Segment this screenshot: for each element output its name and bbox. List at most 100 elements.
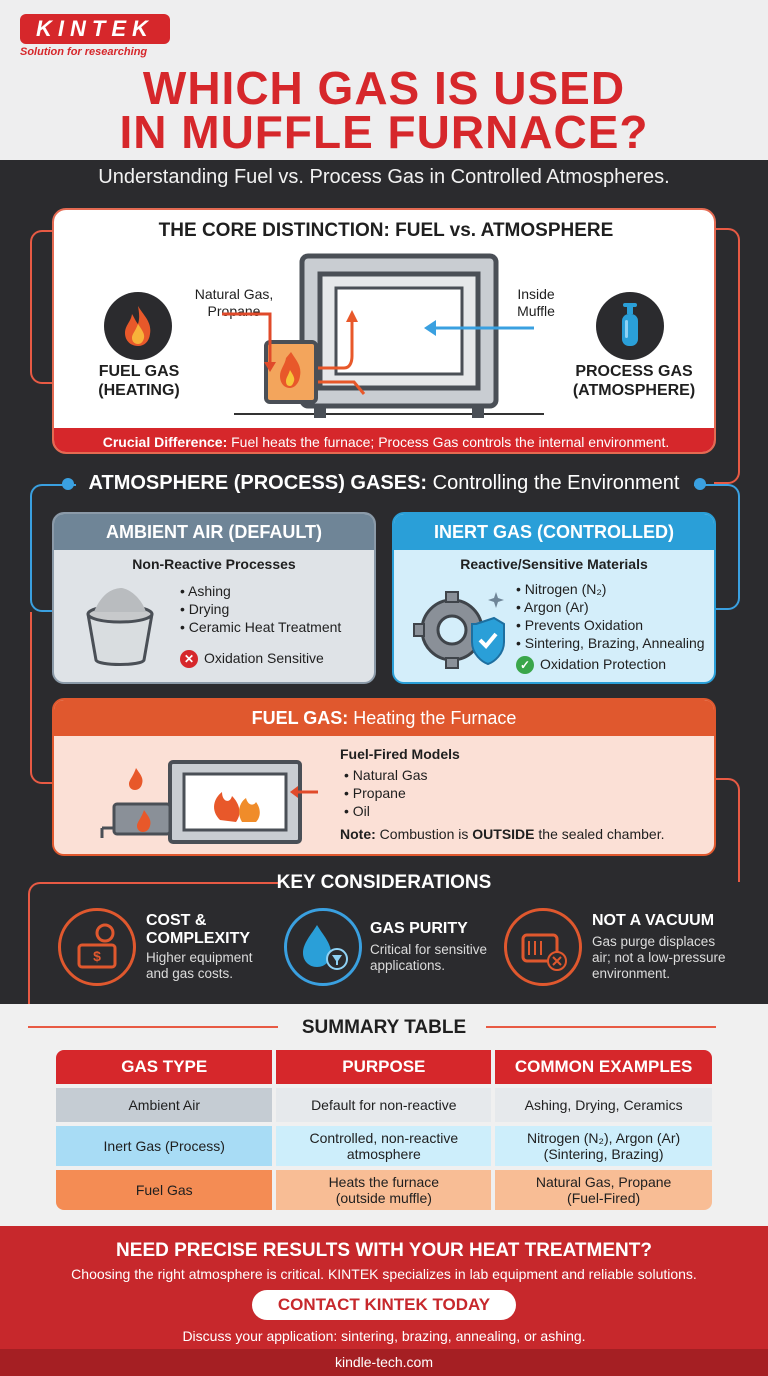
crucial-difference-text: Fuel heats the furnace; Process Gas cont… xyxy=(227,434,670,450)
table-cell: Heats the furnace(outside muffle) xyxy=(276,1170,492,1210)
footer-text-2: Discuss your application: sintering, bra… xyxy=(182,1328,586,1344)
table-row: Fuel Gas Heats the furnace(outside muffl… xyxy=(56,1170,712,1210)
list-item: • Drying xyxy=(180,601,230,617)
oxidation-sensitive-badge: ✕ Oxidation Sensitive xyxy=(180,650,324,669)
table-cell: Ambient Air xyxy=(56,1088,273,1122)
cost-heading: COST & COMPLEXITY xyxy=(146,912,251,947)
check-icon: ✓ xyxy=(516,656,534,675)
table-cell: Ashing, Drying, Ceramics xyxy=(495,1088,712,1122)
table-cell: Inert Gas (Process) xyxy=(56,1126,273,1166)
fuel-note: Note: Combustion is OUTSIDE the sealed c… xyxy=(340,826,664,842)
not-a-vacuum-heading: NOT A VACUUM xyxy=(592,912,715,929)
title-line-2: IN MUFFLE FURNACE? xyxy=(119,106,649,158)
oxidation-protection-text: Oxidation Protection xyxy=(540,656,667,672)
ambient-air-card: AMBIENT AIR (DEFAULT) Non-Reactive Proce… xyxy=(52,512,376,684)
list-item: • Ashing xyxy=(180,583,231,599)
atmosphere-heading: ATMOSPHERE (PROCESS) GASES: Controlling … xyxy=(0,472,768,495)
table-header: PURPOSE xyxy=(276,1050,492,1084)
core-distinction-panel: THE CORE DISTINCTION: FUEL vs. ATMOSPHER… xyxy=(52,208,716,454)
list-item: • Prevents Oxidation xyxy=(516,617,644,633)
process-gas-label-line2: (ATMOSPHERE) xyxy=(572,382,696,399)
inside-muffle-label: Inside Muffle xyxy=(500,286,572,320)
circuit-line-right-low xyxy=(716,778,740,882)
fuel-note-pre: Combustion is xyxy=(375,826,473,842)
inside-muffle-line1: Inside xyxy=(517,286,555,302)
list-item: • Natural Gas xyxy=(344,767,428,783)
gear-shield-icon xyxy=(413,591,505,669)
circuit-line-left-low xyxy=(30,612,52,784)
crucial-difference-label: Crucial Difference: xyxy=(102,434,228,450)
crucible-icon xyxy=(86,588,154,666)
summary-title: SUMMARY TABLE xyxy=(301,1017,467,1038)
title-line-1: WHICH GAS IS USED xyxy=(142,62,626,114)
core-title: THE CORE DISTINCTION: FUEL vs. ATMOSPHER… xyxy=(158,220,614,241)
list-item: • Oil xyxy=(344,803,370,819)
inert-gas-subtitle: Reactive/Sensitive Materials xyxy=(460,556,648,572)
inside-muffle-line2: Muffle xyxy=(517,303,555,319)
table-cell: Fuel Gas xyxy=(56,1170,273,1210)
inert-gas-list: • Nitrogen (N₂) • Argon (Ar) • Prevents … xyxy=(516,580,705,652)
footer-heading: NEED PRECISE RESULTS WITH YOUR HEAT TREA… xyxy=(116,1240,652,1261)
footer-url-link[interactable]: kindle-tech.com xyxy=(0,1349,768,1376)
cost-icon: $ xyxy=(58,908,136,986)
x-icon: ✕ xyxy=(180,650,198,669)
footer-text: Choosing the right atmosphere is critica… xyxy=(71,1266,697,1282)
oxidation-protection-badge: ✓ Oxidation Protection xyxy=(516,656,667,675)
inert-gas-card: INERT GAS (CONTROLLED) Reactive/Sensitiv… xyxy=(392,512,716,684)
table-row: Ambient Air Default for non-reactive Ash… xyxy=(56,1088,712,1122)
table-row: Inert Gas (Process) Controlled, non-reac… xyxy=(56,1126,712,1166)
vacuum-pump-icon xyxy=(504,908,582,986)
table-cell: Natural Gas, Propane(Fuel-Fired) xyxy=(495,1170,712,1210)
cost-text: Higher equipment and gas costs. xyxy=(146,950,253,981)
list-item: • Propane xyxy=(344,785,406,801)
oxidation-sensitive-text: Oxidation Sensitive xyxy=(204,650,324,666)
ambient-air-subtitle: Non-Reactive Processes xyxy=(132,556,296,572)
gas-purity-text: Critical for sensitive applications. xyxy=(370,942,488,973)
fuel-gas-label-line2: (HEATING) xyxy=(98,382,180,399)
ambient-air-title: AMBIENT AIR (DEFAULT) xyxy=(54,514,374,550)
not-a-vacuum-text: Gas purge displaces air; not a low-press… xyxy=(592,934,726,981)
node-dot-left xyxy=(62,478,74,490)
fuel-gas-card: FUEL GAS: Heating the Furnace Fuel-Fired… xyxy=(52,698,716,856)
fuel-note-emphasis: OUTSIDE xyxy=(472,826,535,842)
brand-tagline: Solution for researching xyxy=(20,46,148,58)
gas-cylinder-icon xyxy=(596,292,664,360)
atmosphere-heading-rest: Controlling the Environment xyxy=(427,472,680,494)
page-subtitle: Understanding Fuel vs. Process Gas in Co… xyxy=(98,166,670,188)
gas-purity-heading: GAS PURITY xyxy=(370,920,468,937)
atmosphere-heading-bold: ATMOSPHERE (PROCESS) GASES: xyxy=(88,472,428,494)
circuit-line-right-mid xyxy=(694,484,740,610)
summary-line-right xyxy=(486,1026,716,1028)
list-item: • Nitrogen (N₂) xyxy=(516,581,607,597)
node-dot-right xyxy=(694,478,706,490)
circuit-line-right-top xyxy=(714,228,740,484)
table-cell: Nitrogen (N₂), Argon (Ar)(Sintering, Bra… xyxy=(495,1126,712,1166)
table-header: COMMON EXAMPLES xyxy=(495,1050,712,1084)
fuel-note-post: the sealed chamber. xyxy=(534,826,665,842)
process-gas-label-line1: PROCESS GAS xyxy=(575,363,693,380)
contact-button[interactable]: CONTACT KINTEK TODAY xyxy=(252,1290,516,1320)
fuel-gas-list: • Natural Gas • Propane • Oil xyxy=(344,766,428,820)
list-item: • Argon (Ar) xyxy=(516,599,589,615)
summary-table: GAS TYPE PURPOSE COMMON EXAMPLES Ambient… xyxy=(52,1046,716,1214)
key-considerations-title: KEY CONSIDERATIONS xyxy=(276,872,492,893)
fire-icon xyxy=(104,292,172,360)
circuit-line-left-top xyxy=(30,230,54,384)
fuel-examples-line1: Natural Gas, xyxy=(194,286,274,302)
fuel-gas-label-line1: FUEL GAS xyxy=(98,363,180,380)
summary-line-left xyxy=(28,1026,278,1028)
list-item: • Sintering, Brazing, Annealing xyxy=(516,635,705,651)
furnace-diagram xyxy=(222,253,544,418)
fuel-gas-title-rest: Heating the Furnace xyxy=(348,708,517,728)
list-item: • Ceramic Heat Treatment xyxy=(180,619,342,635)
water-drop-icon xyxy=(284,908,362,986)
crucial-difference-bar: Crucial Difference: Fuel heats the furna… xyxy=(54,428,714,452)
fuel-gas-label: FUEL GAS (HEATING) xyxy=(74,362,204,400)
process-gas-label: PROCESS GAS (ATMOSPHERE) xyxy=(554,362,714,400)
brand-logo[interactable]: KINTEK xyxy=(20,14,170,44)
inert-gas-title: INERT GAS (CONTROLLED) xyxy=(394,514,714,550)
fuel-note-label: Note: xyxy=(340,826,376,842)
fuel-gas-title: FUEL GAS: Heating the Furnace xyxy=(54,700,714,736)
page-title: WHICH GAS IS USED IN MUFFLE FURNACE? xyxy=(0,62,768,158)
